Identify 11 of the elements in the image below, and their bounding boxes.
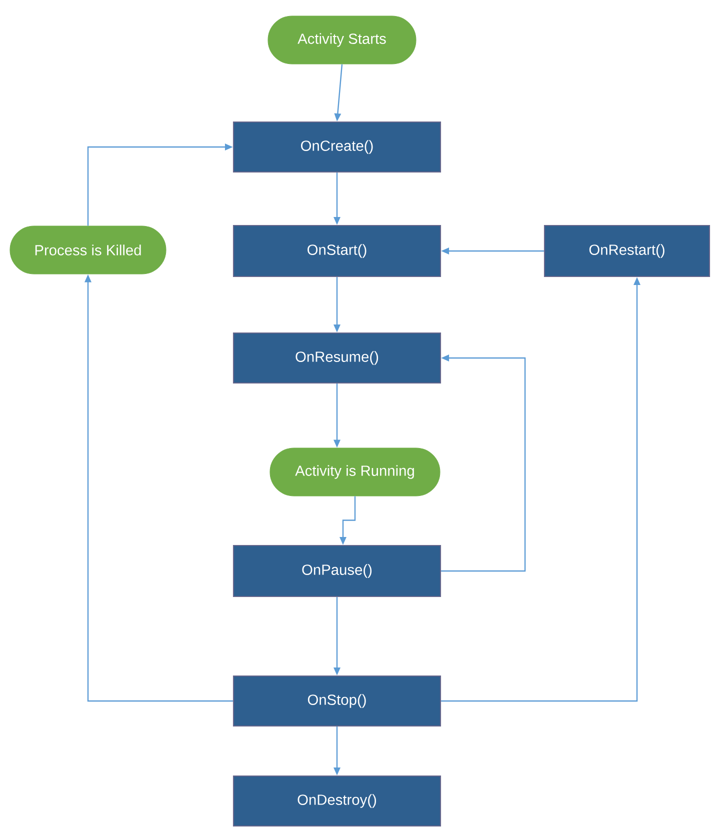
process-box: OnResume() [232,332,442,384]
terminal-box: Activity is Running [270,448,440,496]
process-box: OnStart() [232,224,442,278]
process-box: OnDestroy() [232,775,442,827]
process-box: OnCreate() [232,121,442,173]
process-box: OnRestart() [544,224,710,278]
terminal-box: Process is Killed [10,226,166,274]
process-box: OnPause() [232,544,442,598]
arrow [441,354,526,572]
terminal-box: Activity Starts [268,16,416,64]
process-box: OnStop() [232,675,442,727]
